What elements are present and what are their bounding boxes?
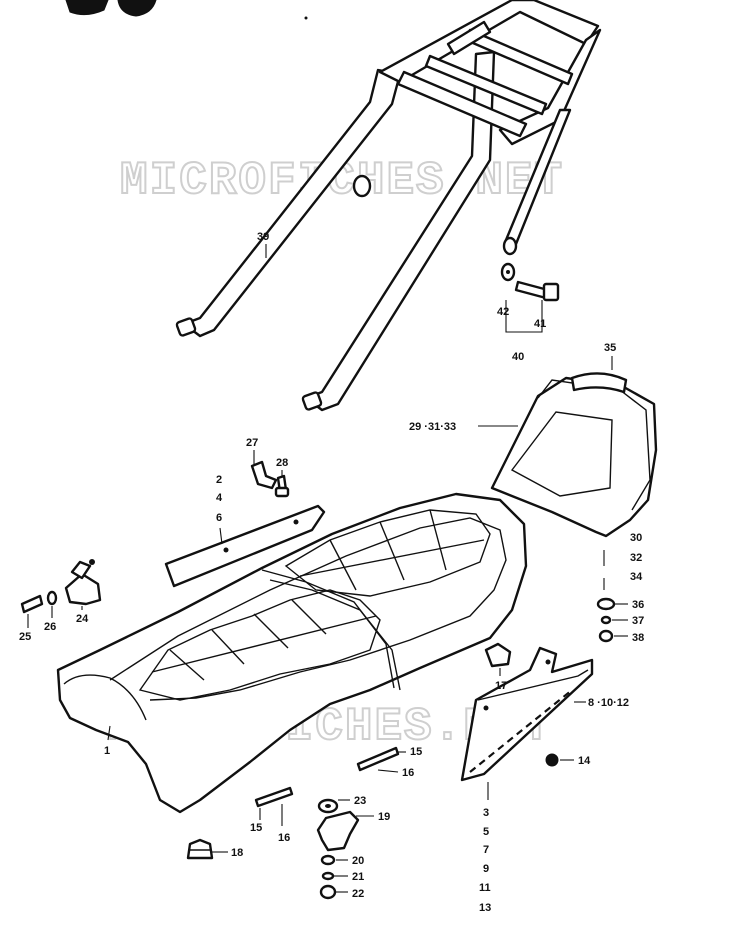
label-42: 42 xyxy=(497,306,509,318)
washer-26 xyxy=(46,590,58,606)
bolt-28 xyxy=(274,474,290,498)
pin-15-bottom xyxy=(254,786,294,808)
seat-side-cover xyxy=(460,646,594,782)
label-26: 26 xyxy=(44,621,56,633)
label-22: 22 xyxy=(352,888,364,900)
main-seat xyxy=(56,492,528,814)
bolt-41 xyxy=(514,280,560,302)
washer-23 xyxy=(317,798,339,814)
label-36: 36 xyxy=(632,599,644,611)
label-6: 6 xyxy=(216,512,222,524)
hardware-20-21-22 xyxy=(319,854,337,900)
label-30: 30 xyxy=(630,532,642,544)
label-14: 14 xyxy=(578,755,591,767)
bumper-18 xyxy=(186,838,214,860)
grommet-17 xyxy=(484,642,512,668)
label-15-right: 15 xyxy=(410,746,422,758)
pin-15-right xyxy=(356,746,400,772)
label-35: 35 xyxy=(604,342,616,354)
hardware-36-37-38 xyxy=(596,597,616,643)
label-2: 2 xyxy=(216,474,222,486)
label-3: 3 xyxy=(483,807,489,819)
label-29-31-33: 29 ·31·33 xyxy=(409,421,456,433)
rear-carrier-rail xyxy=(175,0,602,412)
label-38: 38 xyxy=(632,632,644,644)
label-1: 1 xyxy=(104,745,110,757)
label-5: 5 xyxy=(483,826,489,838)
label-19: 19 xyxy=(378,811,390,823)
label-7: 7 xyxy=(483,844,489,856)
label-17: 17 xyxy=(495,680,507,692)
label-16-right: 16 xyxy=(402,767,414,779)
label-28: 28 xyxy=(276,457,288,469)
nut-14 xyxy=(545,753,559,767)
speck xyxy=(304,16,308,20)
label-25: 25 xyxy=(19,631,31,643)
label-27: 27 xyxy=(246,437,258,449)
label-21: 21 xyxy=(352,871,364,883)
clip-27 xyxy=(250,460,278,490)
label-13: 13 xyxy=(479,902,491,914)
corner-artifact xyxy=(65,0,157,17)
label-34: 34 xyxy=(630,571,643,583)
label-39: 39 xyxy=(257,231,269,243)
label-32: 32 xyxy=(630,552,642,564)
seat-tail-cover xyxy=(490,372,658,538)
washer-42 xyxy=(500,262,516,282)
label-41: 41 xyxy=(534,318,546,330)
label-20: 20 xyxy=(352,855,364,867)
label-18: 18 xyxy=(231,847,243,859)
label-4: 4 xyxy=(216,492,223,504)
hinge-bracket xyxy=(164,504,326,588)
bracket-19 xyxy=(316,810,360,852)
label-8-10-12: 8 ·10·12 xyxy=(588,697,629,709)
label-16-bottom: 16 xyxy=(278,832,290,844)
lock-24 xyxy=(64,559,102,606)
label-24: 24 xyxy=(76,613,89,625)
label-23: 23 xyxy=(354,795,366,807)
label-11: 11 xyxy=(479,882,491,894)
label-37: 37 xyxy=(632,615,644,627)
label-9: 9 xyxy=(483,863,489,875)
bolt-25 xyxy=(20,594,44,614)
label-40: 40 xyxy=(512,351,524,363)
label-15-bottom: 15 xyxy=(250,822,262,834)
